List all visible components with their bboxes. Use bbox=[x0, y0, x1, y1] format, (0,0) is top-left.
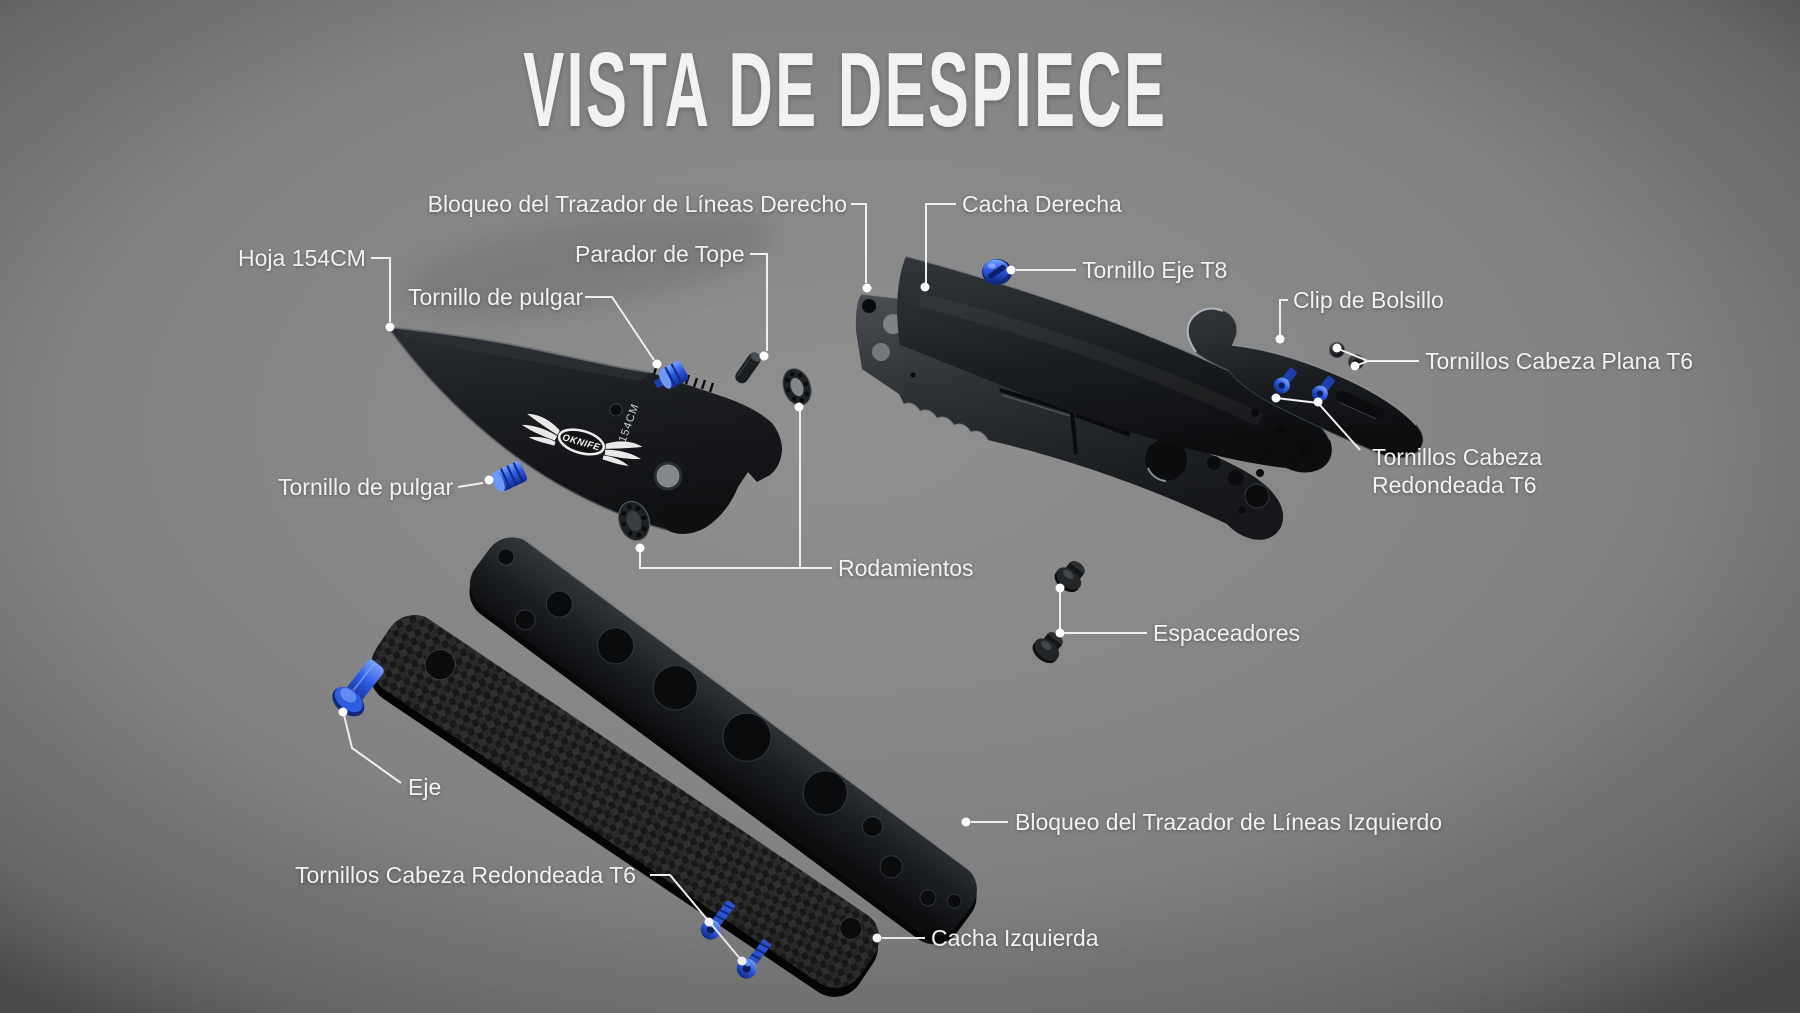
label-axis-pin: Eje bbox=[408, 773, 442, 800]
label-bearings: Rodamientos bbox=[838, 554, 974, 581]
label-handle-left: Cacha Izquierda bbox=[931, 924, 1099, 951]
page-title: VISTA DE DESPIECE bbox=[522, 31, 1168, 149]
label-stop-pin: Parador de Tope bbox=[575, 240, 745, 267]
label-thumb-screw-top: Tornillo de pulgar bbox=[408, 283, 584, 310]
label-liner-lock-right: Bloqueo del Trazador de Líneas Derecho bbox=[427, 190, 847, 217]
label-pivot-screw: Tornillo Eje T8 bbox=[1082, 256, 1228, 283]
label-handle-right: Cacha Derecha bbox=[962, 190, 1122, 217]
label-pocket-clip: Clip de Bolsillo bbox=[1293, 286, 1444, 313]
label-round-head-screws-left: Tornillos Cabeza Redondeada T6 bbox=[295, 861, 636, 888]
label-liner-lock-left: Bloqueo del Trazador de Líneas Izquierdo bbox=[1015, 808, 1443, 835]
label-round-head-screws-right: Tornillos Cabeza Redondeada T6 bbox=[1372, 443, 1543, 498]
label-flat-head-screws: Tornillos Cabeza Plana T6 bbox=[1425, 347, 1694, 374]
label-spacers: Espaceadores bbox=[1153, 619, 1301, 646]
title-container: VISTA DE DESPIECE bbox=[0, 30, 1690, 151]
label-thumb-screw-bottom: Tornillo de pulgar bbox=[278, 473, 454, 500]
label-blade: Hoja 154CM bbox=[238, 244, 366, 271]
